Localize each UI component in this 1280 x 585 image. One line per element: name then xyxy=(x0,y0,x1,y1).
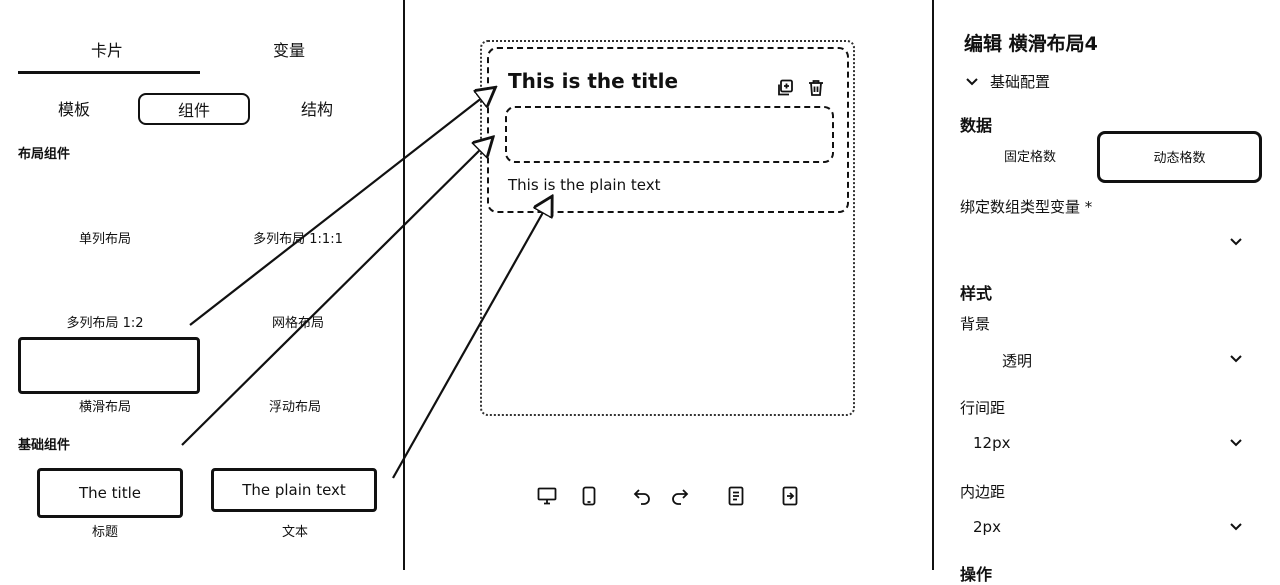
chevron-down-icon xyxy=(1228,351,1244,367)
arrow-text-to-card xyxy=(392,200,550,479)
segment-structure[interactable]: 结构 xyxy=(300,100,333,119)
bind-array-variable-label: 绑定数组类型变量 * xyxy=(960,198,1093,216)
section-layout-components: 布局组件 xyxy=(18,147,71,162)
data-heading: 数据 xyxy=(960,116,993,135)
line-spacing-label: 行间距 xyxy=(960,399,1006,417)
segment-templates[interactable]: 模板 xyxy=(57,100,90,119)
card-title[interactable]: This is the title xyxy=(508,69,679,93)
trash-icon[interactable] xyxy=(805,77,827,99)
background-value: 透明 xyxy=(1002,352,1033,370)
layout-grid[interactable]: 网格布局 xyxy=(271,316,324,331)
import-icon[interactable] xyxy=(778,484,802,508)
chevron-down-icon xyxy=(964,74,980,90)
nested-slot[interactable] xyxy=(505,106,834,163)
desktop-icon[interactable] xyxy=(535,484,559,508)
basic-config-toggle[interactable]: 基础配置 xyxy=(964,71,1050,92)
document-icon[interactable] xyxy=(724,484,748,508)
component-title-preview-text: The title xyxy=(79,484,141,502)
component-title-label: 标题 xyxy=(91,525,118,540)
layout-floating[interactable]: 浮动布局 xyxy=(268,400,321,415)
chevron-down-icon xyxy=(1228,519,1244,535)
bind-array-variable-select[interactable] xyxy=(960,226,1250,258)
actions-heading: 操作 xyxy=(960,565,993,584)
layout-multi-column-12[interactable]: 多列布局 1:2 xyxy=(66,316,144,331)
arrow-lines xyxy=(181,90,550,479)
background-label: 背景 xyxy=(960,315,991,333)
tab-variables[interactable]: 变量 xyxy=(272,41,305,60)
layout-multi-column-111[interactable]: 多列布局 1:1:1 xyxy=(253,232,343,247)
style-heading: 样式 xyxy=(960,284,993,303)
card-item[interactable]: This is the title This is the plain text xyxy=(487,47,849,213)
redo-icon[interactable] xyxy=(668,484,692,508)
section-basic-components: 基础组件 xyxy=(18,438,71,453)
basic-config-label: 基础配置 xyxy=(990,73,1051,91)
active-tab-indicator xyxy=(18,71,200,74)
horizontal-scroll-container[interactable] xyxy=(480,40,855,416)
undo-icon[interactable] xyxy=(630,484,654,508)
background-select[interactable]: 透明 xyxy=(960,343,1250,375)
panel-title: 编辑 横滑布局4 xyxy=(964,33,1098,55)
padding-value: 2px xyxy=(973,518,1001,536)
padding-label: 内边距 xyxy=(960,483,1006,501)
tab-card[interactable]: 卡片 xyxy=(90,41,123,60)
option-dynamic-cells[interactable]: 动态格数 xyxy=(1097,131,1262,183)
mobile-icon[interactable] xyxy=(577,484,601,508)
drag-arrows-overlay xyxy=(181,0,1280,479)
segment-components[interactable]: 组件 xyxy=(138,93,250,125)
layout-single-column[interactable]: 单列布局 xyxy=(78,232,131,247)
chevron-down-icon xyxy=(1228,435,1244,451)
component-title-preview[interactable]: The title xyxy=(37,468,183,518)
arrow-layout-to-card xyxy=(189,90,492,326)
padding-select[interactable]: 2px xyxy=(960,511,1250,543)
line-spacing-value: 12px xyxy=(973,434,1011,452)
left-divider xyxy=(403,0,405,570)
card-plain-text[interactable]: This is the plain text xyxy=(508,176,661,194)
right-divider xyxy=(932,0,934,570)
arrow-layout-to-slot xyxy=(181,140,490,446)
component-text-preview[interactable]: The plain text xyxy=(211,468,377,512)
component-text-preview-text: The plain text xyxy=(242,481,346,499)
horizontal-scroll-preview[interactable] xyxy=(18,337,200,394)
component-text-label: 文本 xyxy=(281,525,308,540)
chevron-down-icon xyxy=(1228,234,1244,250)
copy-icon[interactable] xyxy=(774,77,796,99)
line-spacing-select[interactable]: 12px xyxy=(960,427,1250,459)
option-fixed-cells[interactable]: 固定格数 xyxy=(1003,150,1056,165)
layout-horizontal-scroll[interactable]: 横滑布局 xyxy=(78,400,131,415)
